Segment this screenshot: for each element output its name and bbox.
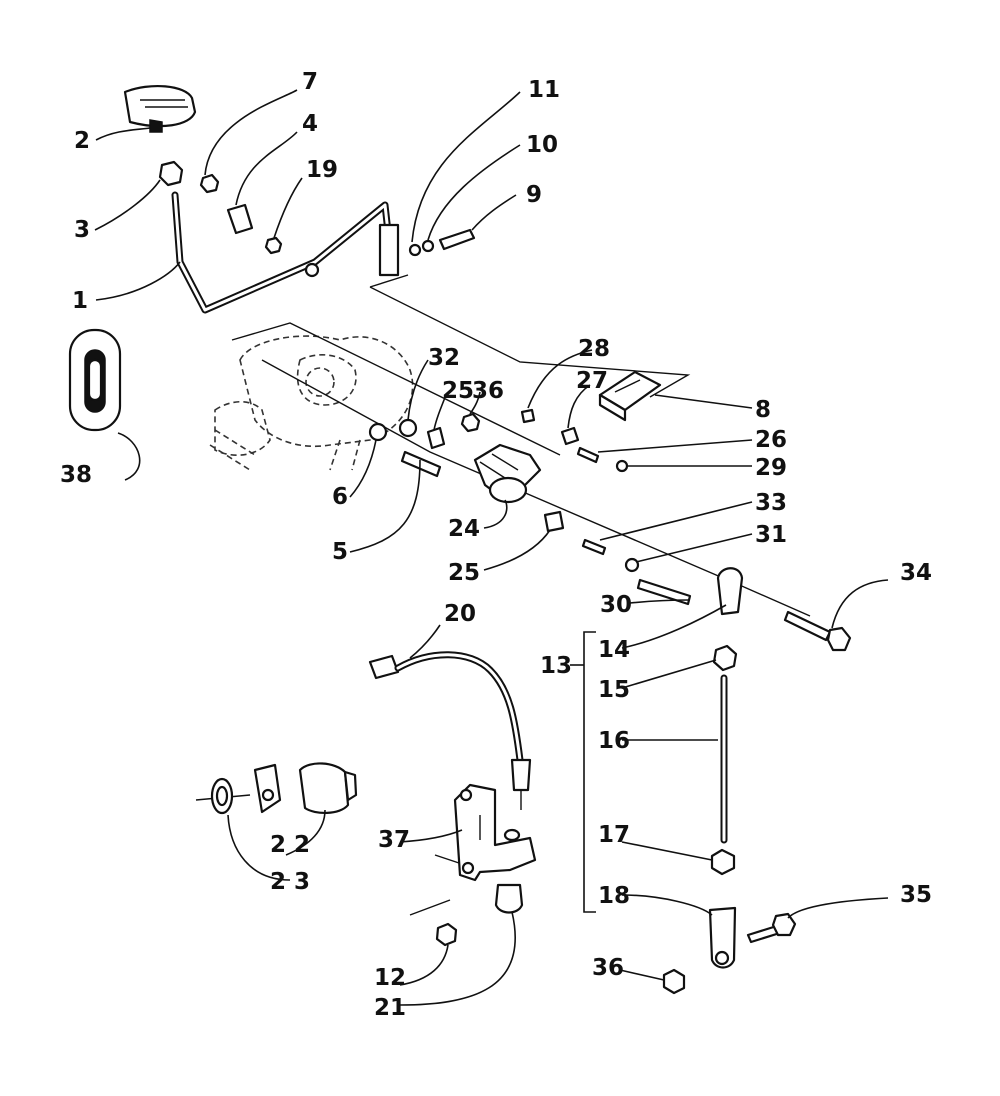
- switch-parts-22-23: [210, 762, 358, 815]
- clip-29: [615, 459, 629, 473]
- callout-35: 35: [900, 882, 932, 908]
- callout-17: 17: [598, 822, 630, 848]
- callout-19: 19: [306, 157, 338, 183]
- grommet: [304, 262, 320, 278]
- callout-4: 4: [302, 111, 318, 137]
- nut-12: [435, 922, 458, 947]
- bolt-5: [400, 450, 442, 478]
- callout-13: 13: [540, 653, 572, 679]
- callout-16: 16: [598, 728, 630, 754]
- lockwasher-10: [421, 239, 435, 253]
- callout-15: 15: [598, 677, 630, 703]
- callout-10: 10: [526, 132, 558, 158]
- bolt-34-head: [826, 626, 852, 652]
- bolt-9: [438, 228, 476, 251]
- callout-18: 18: [598, 883, 630, 909]
- callout-31: 31: [755, 522, 787, 548]
- throttle-rod-part: [171, 191, 400, 314]
- clip-31: [624, 557, 640, 573]
- bolt-35-head: [771, 912, 797, 937]
- callout-38: 38: [60, 462, 92, 488]
- bellcrank-24-part: [473, 443, 542, 504]
- nut-19: [264, 236, 283, 255]
- spacer-4: [226, 203, 254, 235]
- callout-9: 9: [526, 182, 542, 208]
- bolt-34: [783, 610, 832, 642]
- washer-11: [408, 243, 422, 257]
- callout-23: 2 3: [270, 869, 310, 895]
- pin-33: [581, 538, 607, 556]
- plate-8-part: [598, 370, 662, 422]
- bolt-30: [636, 578, 692, 606]
- callout-5: 5: [332, 539, 348, 565]
- callout-7: 7: [302, 69, 318, 95]
- callout-3: 3: [74, 217, 90, 243]
- throttle-knob-part: [123, 85, 197, 133]
- callout-30: 30: [600, 592, 632, 618]
- callout-27: 27: [576, 368, 608, 394]
- callout-11: 11: [528, 77, 560, 103]
- callout-25a: 25: [442, 378, 474, 404]
- callout-12: 12: [374, 965, 406, 991]
- engine-phantom-outline: [209, 335, 414, 471]
- rod-clip: [378, 223, 400, 277]
- nut-36b: [662, 968, 686, 995]
- callout-22: 2 2: [270, 832, 310, 858]
- callout-25b: 25: [448, 560, 480, 586]
- bracket-37-part: [453, 783, 537, 882]
- boot-21: [494, 883, 524, 914]
- callout-37: 37: [378, 827, 410, 853]
- callout-1: 1: [72, 288, 88, 314]
- callout-34: 34: [900, 560, 932, 586]
- callout-36b: 36: [592, 955, 624, 981]
- callout-29: 29: [755, 455, 787, 481]
- linkage-rod-assembly: [708, 567, 744, 969]
- callout-33: 33: [755, 490, 787, 516]
- pin-26: [576, 446, 600, 464]
- cover-38-part: [68, 328, 122, 432]
- nut-36a: [460, 412, 481, 433]
- assembly-frame-lines: [195, 274, 811, 916]
- spacer-27: [560, 426, 580, 446]
- washer-6: [368, 422, 388, 442]
- callout-26: 26: [755, 427, 787, 453]
- washer-32: [398, 418, 418, 438]
- callout-20: 20: [444, 601, 476, 627]
- callout-labels: 2 3 1 38 7 4 19 11 10 9 32 25 36 28 27 8…: [60, 69, 932, 1021]
- callout-24: 24: [448, 516, 480, 542]
- callout-36a: 36: [472, 378, 504, 404]
- callout-8: 8: [755, 397, 771, 423]
- spacer-25a: [426, 426, 446, 450]
- nut-7: [199, 173, 220, 194]
- callout-32: 32: [428, 345, 460, 371]
- cable-20-part: [368, 651, 532, 810]
- callout-28: 28: [578, 336, 610, 362]
- callout-14: 14: [598, 637, 630, 663]
- spacer-25b: [543, 510, 565, 533]
- callout-6: 6: [332, 484, 348, 510]
- callout-2: 2: [74, 128, 90, 154]
- label-leader-lines: [94, 89, 889, 1006]
- hex-nut-3: [158, 160, 184, 187]
- callout-21: 21: [374, 995, 406, 1021]
- bolt-28: [520, 408, 536, 424]
